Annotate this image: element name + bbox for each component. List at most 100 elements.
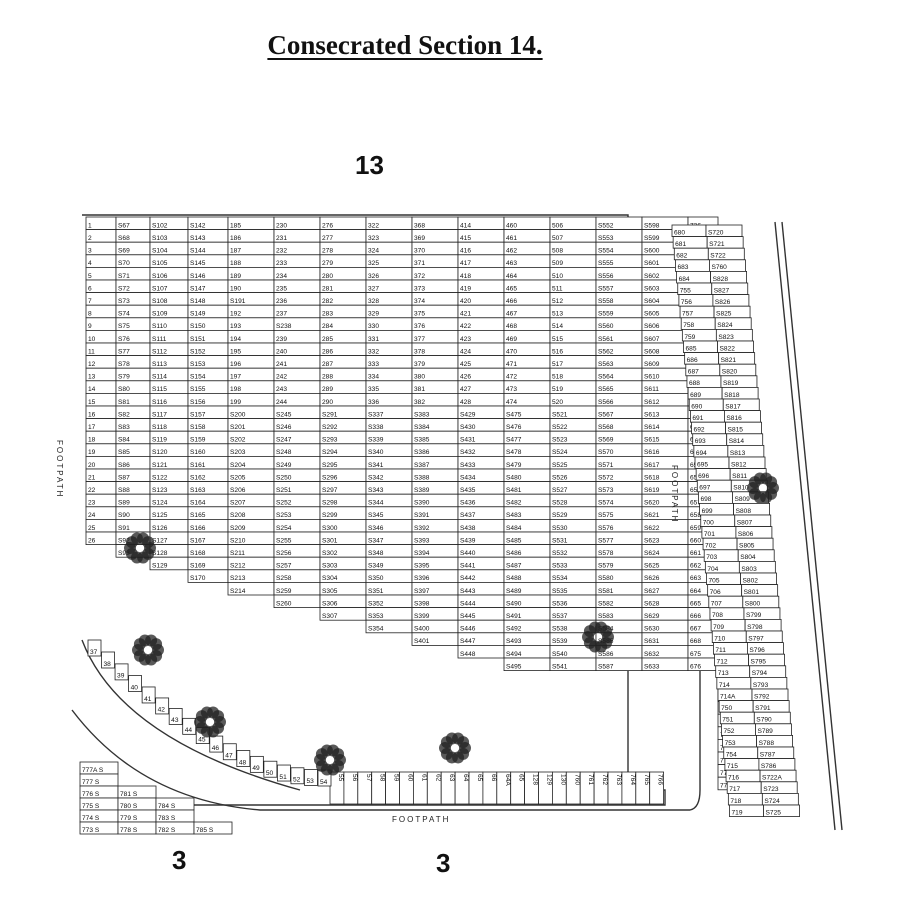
plot-label: 510	[552, 273, 563, 280]
plot-label: S626	[644, 575, 660, 582]
plot-label: S78	[118, 361, 130, 368]
plot-label: S70	[118, 260, 130, 267]
plot-label: S619	[644, 487, 660, 494]
plot-label-right-b: S723	[763, 786, 779, 793]
plot-label: 282	[322, 298, 333, 305]
plot-label: 474	[506, 399, 517, 406]
plot-label: S629	[644, 613, 660, 620]
plot-label: S580	[598, 575, 614, 582]
plot-label-right-b: S792	[754, 693, 770, 700]
plot-label: S296	[322, 474, 338, 481]
plot-label: S104	[152, 248, 168, 255]
plot-label-bottom: 762	[601, 774, 608, 785]
plot-label: 286	[322, 348, 333, 355]
plot-label: S162	[190, 474, 206, 481]
plot-label: S128	[152, 550, 168, 557]
plot-label-bottom: 61	[420, 774, 427, 782]
plot-label-right-a: 702	[705, 543, 716, 550]
plot-label: S495	[506, 663, 522, 670]
plot-label: S443	[460, 588, 476, 595]
plot-label: 424	[460, 348, 471, 355]
plot-label-right-b: S790	[756, 717, 772, 724]
plot-label: S246	[276, 424, 292, 431]
plot-label-right-b: S824	[717, 322, 733, 329]
plot-label: 283	[322, 311, 333, 318]
plot-label-right-b: S807	[737, 519, 753, 526]
plot-label: S349	[368, 563, 384, 570]
plot-label: S598	[644, 222, 660, 229]
plot-label-bl: 773 S	[82, 827, 100, 834]
plot-label-bottom: 65	[476, 774, 483, 782]
plot-label-right-b: S818	[724, 392, 740, 399]
plot-label: S562	[598, 348, 614, 355]
plot-label-right-a: 751	[722, 717, 733, 724]
plot-label-right-b: S722	[710, 253, 726, 260]
plot-label: S524	[552, 449, 568, 456]
plot-label: S572	[598, 474, 614, 481]
plot-label: 287	[322, 361, 333, 368]
plot-label: S213	[230, 575, 246, 582]
plot-label: 7	[88, 298, 92, 305]
plot-label: S248	[276, 449, 292, 456]
plot-label: S67	[118, 222, 130, 229]
plot-label-bl: 783 S	[158, 815, 176, 822]
plot-label: S446	[460, 626, 476, 633]
plot-label: S605	[644, 311, 660, 318]
plot-label-arc: 41	[144, 696, 152, 703]
plot-label: S628	[644, 600, 660, 607]
plot-label-right-b: S822	[720, 345, 736, 352]
plot-label: S345	[368, 512, 384, 519]
plot-label: 466	[506, 298, 517, 305]
plot-label-arc-cell	[222, 743, 237, 761]
plot-label-right-a: 688	[689, 380, 700, 387]
plot-label-right-b: S820	[722, 369, 738, 376]
tree-icon	[600, 625, 613, 638]
plot-label-arc-cell	[101, 651, 115, 669]
plot-label: S442	[460, 575, 476, 582]
plot-label: 473	[506, 386, 517, 393]
plot-label-right-b: S821	[721, 357, 737, 364]
plot-label: 461	[506, 235, 517, 242]
plot-label: 472	[506, 374, 517, 381]
plot-label: S574	[598, 500, 614, 507]
plot-label: S91	[118, 525, 130, 532]
plot-label: S76	[118, 336, 130, 343]
plot-label-right-a: 700	[703, 519, 714, 526]
plot-label: S301	[322, 537, 338, 544]
plot-label: S540	[552, 651, 568, 658]
plot-label: S352	[368, 600, 384, 607]
plot-label: S90	[118, 512, 130, 519]
plot-label: S534	[552, 575, 568, 582]
plot-label: 9	[88, 323, 92, 330]
plot-label: S624	[644, 550, 660, 557]
plot-label: S158	[190, 424, 206, 431]
plot-label: S108	[152, 298, 168, 305]
plot-label: 23	[88, 500, 96, 507]
plot-label-right-b: S791	[755, 705, 771, 712]
plot-label-right-b: S787	[760, 751, 776, 758]
tree-icon	[457, 736, 470, 749]
plot-label: S93	[118, 550, 130, 557]
plot-label-right-a: 758	[683, 322, 694, 329]
plot-label-bottom: 761	[587, 774, 594, 785]
plot-label: S440	[460, 550, 476, 557]
plot-label: S170	[190, 575, 206, 582]
plot-label: S80	[118, 386, 130, 393]
plot-label-bl: 779 S	[120, 815, 138, 822]
plot-label: S307	[322, 613, 338, 620]
plot-label: 289	[322, 386, 333, 393]
plot-label: S84	[118, 437, 130, 444]
plot-label: S102	[152, 222, 168, 229]
plot-label: 664	[690, 588, 701, 595]
plot-label: 506	[552, 222, 563, 229]
plot-label: S431	[460, 437, 476, 444]
plot-label: S71	[118, 273, 130, 280]
plot-label-arc: 51	[279, 774, 287, 781]
plot-label: 382	[414, 399, 425, 406]
plot-label: 373	[414, 285, 425, 292]
tree-icon	[142, 536, 155, 549]
plot-label: S89	[118, 500, 130, 507]
plot-label: 371	[414, 260, 425, 267]
plot-label: S578	[598, 550, 614, 557]
plot-label-right-a: 712	[717, 659, 728, 666]
